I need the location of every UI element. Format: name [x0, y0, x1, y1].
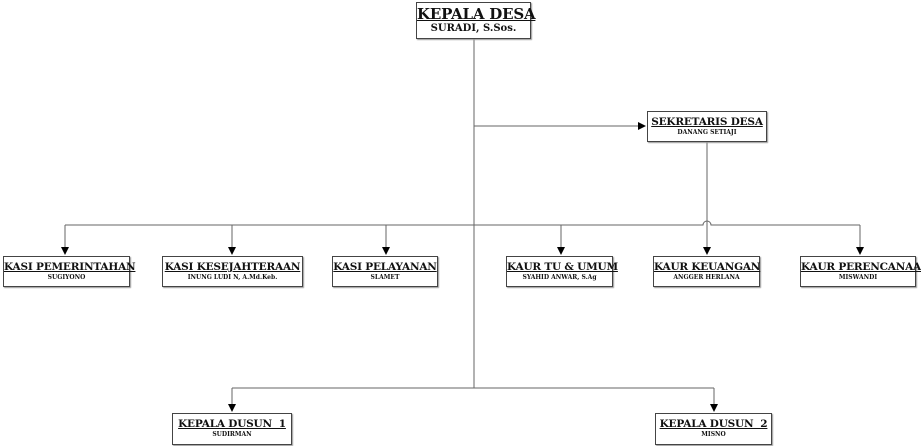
position-title: KEPALA DUSUN 1: [178, 418, 286, 430]
kaur-keuangan-box: KAUR KEUANGAN ANGGER HERLANA: [653, 256, 760, 287]
position-title: KASI KESEJAHTERAAN: [164, 261, 301, 273]
kaur-tu-umum-box: KAUR TU & UMUM SYAHID ANWAR, S.Ag: [506, 256, 618, 287]
kepala-desa-box: KEPALA DESA SURADI, S.Sos.: [416, 2, 536, 39]
person-name: MISNO: [701, 431, 726, 438]
person-name: SUDIRMAN: [212, 431, 252, 438]
kasi-pemerintahan-box: KASI PEMERINTAHAN SUGIYONO: [3, 256, 136, 287]
position-title: KASI PELAYANAN: [333, 261, 437, 273]
position-title: KASI PEMERINTAHAN: [4, 261, 136, 273]
person-name: SURADI, S.Sos.: [430, 23, 517, 34]
person-name: SYAHID ANWAR, S.Ag: [522, 274, 597, 281]
person-name: INUNG LUDI N, A.Md.Keb.: [187, 274, 278, 281]
person-name: SLAMET: [370, 274, 400, 281]
position-title: KAUR KEUANGAN: [654, 261, 761, 273]
kasi-kesejahteraan-box: KASI KESEJAHTERAAN INUNG LUDI N, A.Md.Ke…: [162, 256, 303, 287]
kepala-dusun-1-box: KEPALA DUSUN 1 SUDIRMAN: [172, 413, 292, 445]
position-title: KEPALA DESA: [417, 5, 536, 23]
kepala-dusun-2-box: KEPALA DUSUN 2 MISNO: [655, 413, 772, 445]
position-title: KEPALA DUSUN 2: [659, 418, 768, 430]
person-name: ANGGER HERLANA: [673, 274, 740, 281]
kasi-pelayanan-box: KASI PELAYANAN SLAMET: [332, 256, 438, 287]
person-name: SUGIYONO: [47, 274, 86, 281]
person-name: MISWANDI: [838, 274, 878, 281]
person-name: DANANG SETIAJI: [677, 129, 737, 136]
position-title: SEKRETARIS DESA: [651, 116, 763, 128]
kaur-perencanaan-box: KAUR PERENCANAAN MISWANDI: [800, 256, 921, 287]
position-title: KAUR PERENCANAAN: [801, 261, 921, 273]
position-title: KAUR TU & UMUM: [507, 261, 618, 273]
sekretaris-desa-box: SEKRETARIS DESA DANANG SETIAJI: [647, 111, 767, 142]
